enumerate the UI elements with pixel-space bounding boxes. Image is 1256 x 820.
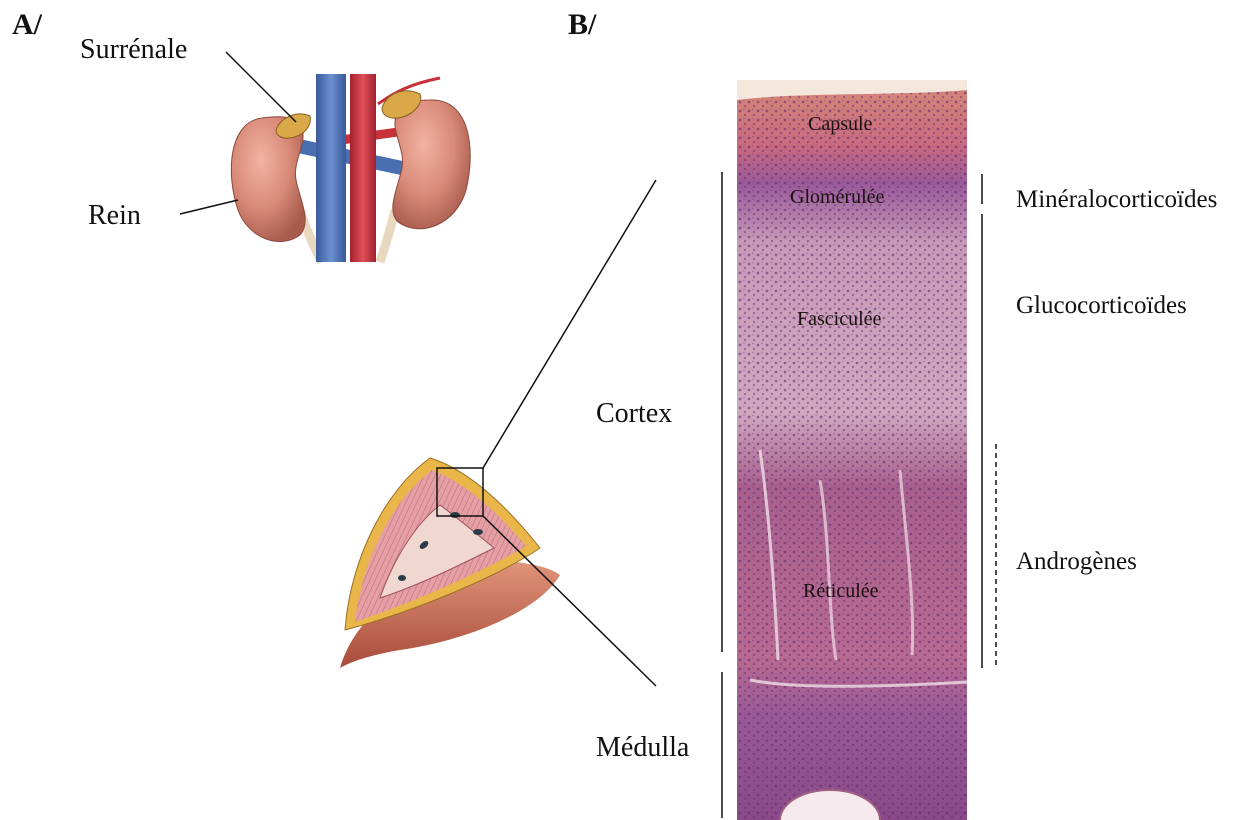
- right-kidney: [393, 100, 470, 229]
- right-ureter: [380, 210, 395, 262]
- adrenal-cross-section: [340, 180, 656, 686]
- capsule-label: Capsule: [808, 113, 872, 136]
- adrenal-pointer-line: [226, 52, 296, 122]
- medulla-label: Médulla: [596, 732, 689, 764]
- kidney-pointer-line: [180, 200, 238, 214]
- glucocorticoids-label: Glucocorticoïdes: [1016, 292, 1187, 320]
- vessel: [473, 529, 483, 535]
- kidney-label: Rein: [88, 200, 141, 232]
- panel-a-label: A/: [12, 8, 42, 42]
- reticularis-label: Réticulée: [803, 580, 879, 603]
- fasciculata-label: Fasciculée: [797, 308, 881, 331]
- vessel: [398, 575, 406, 581]
- cortex-label: Cortex: [596, 398, 672, 430]
- panel-b-label: B/: [568, 8, 596, 42]
- kidneys-illustration: [180, 52, 470, 262]
- adrenal-gland-label: Surrénale: [80, 34, 187, 66]
- glomerulosa-label: Glomérulée: [790, 186, 884, 209]
- mineralocorticoids-label: Minéralocorticoïdes: [1016, 186, 1217, 214]
- vessel: [450, 512, 460, 518]
- vena-cava: [316, 74, 346, 262]
- androgens-label: Androgènes: [1016, 548, 1137, 576]
- aorta: [350, 74, 376, 262]
